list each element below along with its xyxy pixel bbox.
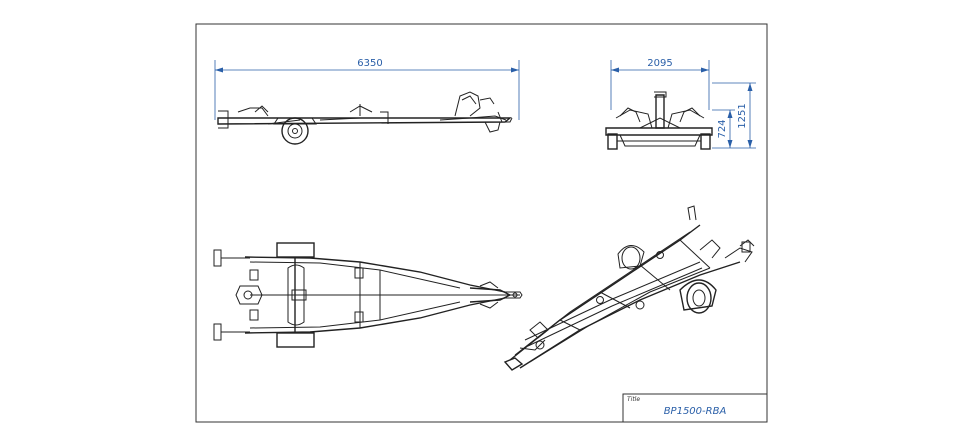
title-block-label: Title <box>627 396 640 403</box>
dimension-width-label: 2095 <box>647 58 672 69</box>
sheet-border <box>195 23 768 423</box>
title-block-value: BP1500-RBA <box>664 406 727 417</box>
side-view: 6350 <box>214 58 520 145</box>
dimension-frame-height-label: 724 <box>717 119 728 138</box>
dimension-length-label: 6350 <box>357 58 382 69</box>
title-block: Title BP1500-RBA <box>622 393 768 423</box>
dimension-total-height-label: 1251 <box>737 103 748 128</box>
isometric-view <box>503 205 755 371</box>
rear-view: 2095 1251 724 <box>605 58 756 150</box>
top-view <box>213 242 523 348</box>
